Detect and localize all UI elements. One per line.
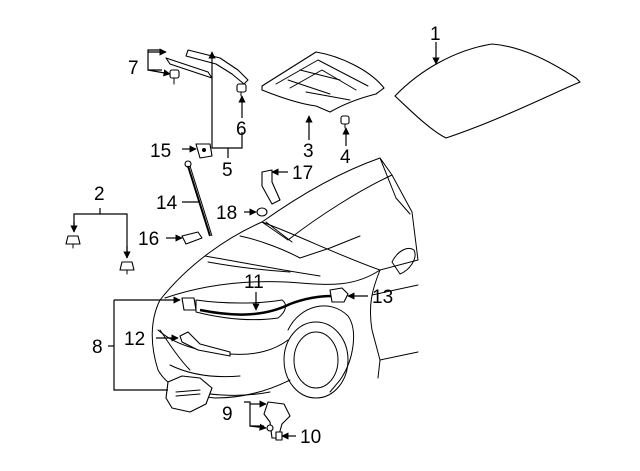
callout-3: 3 bbox=[303, 141, 314, 162]
callout-6: 6 bbox=[236, 119, 247, 140]
hood-insulator bbox=[261, 51, 385, 113]
callout-12: 12 bbox=[124, 329, 145, 350]
callout-9: 9 bbox=[222, 404, 233, 425]
callout-4: 4 bbox=[340, 147, 351, 168]
callout-15: 15 bbox=[150, 141, 171, 162]
callout-14: 14 bbox=[156, 193, 178, 214]
callout-2: 2 bbox=[94, 184, 105, 205]
leader-lines bbox=[70, 42, 440, 440]
support-rod-bracket bbox=[195, 143, 213, 159]
clip-4 bbox=[340, 115, 350, 129]
callout-17: 17 bbox=[292, 163, 313, 184]
callout-7: 7 bbox=[128, 58, 139, 79]
hood-lock bbox=[329, 287, 349, 303]
release-rod-12 bbox=[179, 331, 231, 357]
handle-clip-10 bbox=[275, 431, 283, 441]
hood-weatherstrip-upper bbox=[185, 49, 249, 85]
grommet-18 bbox=[256, 207, 268, 217]
clip-6 bbox=[236, 83, 247, 97]
callout-18: 18 bbox=[216, 203, 237, 224]
callout-5: 5 bbox=[222, 160, 233, 181]
support-rod-lower-bracket bbox=[181, 231, 203, 245]
hood-lock-bracket bbox=[261, 169, 281, 205]
callout-13: 13 bbox=[372, 287, 393, 308]
hood-cushion-right bbox=[119, 261, 135, 275]
vehicle-front-outline bbox=[151, 157, 419, 399]
hood-panel bbox=[394, 43, 581, 139]
handle-screw bbox=[266, 424, 274, 432]
hood-support-rod bbox=[184, 160, 213, 237]
latch-protector bbox=[165, 375, 213, 413]
latch-bracket-upper bbox=[181, 297, 197, 311]
hood-cushion-left bbox=[65, 235, 81, 249]
callout-labels: 1 2 3 4 5 6 7 8 9 10 11 12 13 14 15 16 1… bbox=[92, 24, 441, 448]
hood-release-cable bbox=[199, 294, 333, 316]
callout-1: 1 bbox=[430, 24, 441, 45]
callout-11: 11 bbox=[244, 272, 264, 293]
clip-7 bbox=[169, 69, 180, 85]
callout-16: 16 bbox=[138, 229, 159, 250]
callout-10: 10 bbox=[300, 427, 321, 448]
callout-8: 8 bbox=[92, 337, 103, 358]
